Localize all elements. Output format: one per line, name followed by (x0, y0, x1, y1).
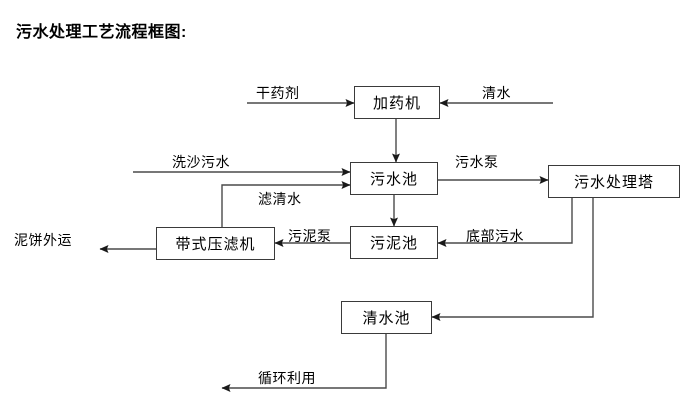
edge-label-sewage-pump: 污水泵 (455, 154, 499, 170)
edge-label-sand-wash-sewage: 洗沙污水 (172, 154, 230, 170)
node-clear-water-pool[interactable]: 清水池 (341, 301, 432, 334)
edge-tower-to-clear-pool (431, 198, 594, 321)
node-label: 污水池 (369, 171, 418, 188)
edge-label-mud-cake-out: 泥饼外运 (14, 232, 72, 248)
edge-label-clean-water: 清水 (482, 85, 511, 101)
node-label: 清水池 (362, 310, 411, 327)
edge-label-filtered-water: 滤清水 (258, 191, 302, 207)
edge-label-dry-agent: 干药剂 (256, 85, 300, 101)
node-label: 加药机 (372, 95, 421, 112)
node-dosing-machine[interactable]: 加药机 (354, 86, 440, 119)
node-belt-filter-press[interactable]: 带式压滤机 (156, 227, 275, 260)
edge-label-sludge-pump: 污泥泵 (288, 228, 332, 244)
node-treatment-tower[interactable]: 污水处理塔 (548, 165, 680, 198)
page-title: 污水处理工艺流程框图: (16, 24, 187, 41)
node-label: 带式压滤机 (175, 236, 256, 253)
node-label: 污水处理塔 (573, 174, 654, 191)
edge-label-bottom-sewage: 底部污水 (466, 228, 524, 244)
node-label: 污泥池 (369, 235, 418, 252)
edge-label-recycle-use: 循环利用 (258, 370, 316, 386)
node-sewage-pool[interactable]: 污水池 (350, 162, 438, 195)
node-sludge-pool[interactable]: 污泥池 (350, 226, 438, 259)
